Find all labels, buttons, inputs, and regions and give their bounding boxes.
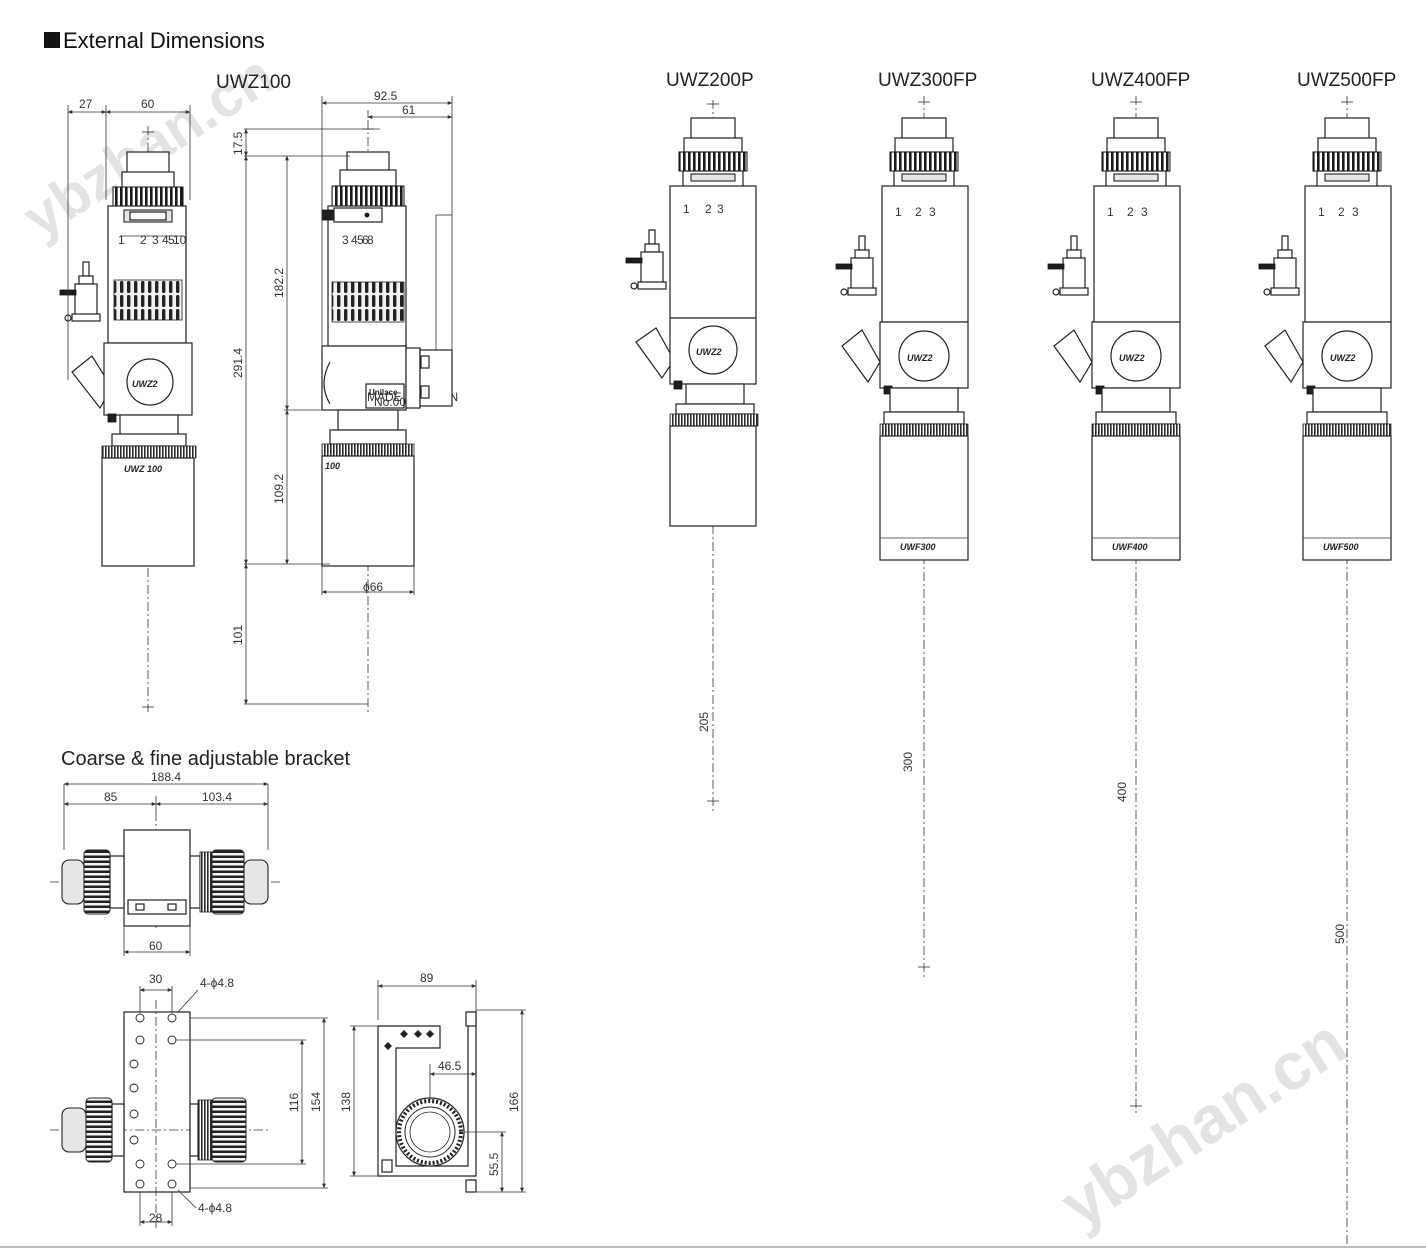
bracket-title: Coarse & fine adjustable bracket [61,748,350,770]
uwz500fp-zoom-tick-1: 1 [1318,205,1325,219]
uwz100-side-lens-label: 100 [325,461,340,471]
uwz100-zoom-tick-3: 3 [152,233,159,247]
dim-uwz300fp-wd: 300 [901,752,915,772]
uwz100-side-zoom-tick-5: 5 [357,233,364,247]
watermark-bottom-right: ybzhan.cn [1047,1004,1358,1242]
uwz300fp-zoom-tick-1: 1 [895,205,902,219]
dim-uwz200p-wd: 205 [697,712,711,732]
dim-bracket-30: 30 [149,972,163,986]
model-name-uwz500fp: UWZ500FP [1297,70,1396,91]
model-name-uwz400fp: UWZ400FP [1091,70,1190,91]
model-name-uwz300fp: UWZ300FP [878,70,977,91]
bracket-front-view: 30 4-ϕ4.8 116 154 4-ϕ4.8 [50,972,328,1228]
dim-uwz400fp-wd: 400 [1115,782,1129,802]
dim-bracket-85: 85 [104,790,118,804]
uwz100-zoom-tick-5: 5 [168,233,175,247]
uwz100-side-zoom-tick-6: 6 [362,233,369,247]
dim-uwz100-291-4: 291.4 [231,348,245,378]
uwz100-side-zoom-tick-4: 4 [351,233,358,247]
uwz100-side-zoom-tick-8: 8 [367,233,374,247]
dim-uwz100-17-5: 17.5 [231,131,245,155]
uwz300fp-drawing: UWZ300FP 1 2 3 UWZ2 UWF300 300 [835,70,977,978]
section-title: External Dimensions [63,28,265,53]
uwz500fp-zoom-tick-2: 2 [1338,205,1345,219]
uwz500fp-lens-label: UWF500 [1323,542,1359,552]
dim-uwz100-182-2: 182.2 [272,268,286,298]
dim-uwz100-61: 61 [402,103,416,117]
uwz500fp-body-label: UWZ2 [1330,353,1356,363]
dim-bracket-138: 138 [339,1092,353,1112]
uwz100-zoom-tick-10: 10 [173,233,187,247]
dim-bracket-116: 116 [287,1093,301,1112]
dim-uwz100-101: 101 [231,625,245,645]
uwz400fp-body-label: UWZ2 [1119,353,1145,363]
model-name-uwz200p: UWZ200P [666,70,754,91]
dim-bracket-154: 154 [309,1092,323,1112]
dim-bracket-166: 166 [507,1092,521,1112]
model-name-uwz100: UWZ100 [216,72,291,93]
uwz100-front-view: 1 2 3 4 5 10 UWZ2 UWZ 100 27 60 [59,97,197,712]
uwz100-zoom-tick-2: 2 [140,233,147,247]
dim-bracket-28: 28 [149,1211,163,1225]
page-bottom-rule [0,1246,1426,1248]
dim-bracket-89: 89 [420,971,434,985]
uwz500fp-zoom-tick-3: 3 [1352,205,1359,219]
uwz500fp-drawing: UWZ500FP 1 2 3 UWZ2 UWF500 500 [1258,70,1396,1246]
uwz400fp-lens-label: UWF400 [1112,542,1148,552]
uwz300fp-zoom-tick-2: 2 [915,205,922,219]
dim-bracket-holes-bottom: 4-ϕ4.8 [198,1201,232,1215]
bracket-side-view: 89 46.5 138 166 55.5 [339,971,526,1193]
dim-uwz100-92-5: 92.5 [374,89,398,103]
dim-uwz100-60: 60 [141,97,155,111]
uwz100-front-body-label: UWZ2 [132,379,158,389]
uwz400fp-zoom-tick-2: 2 [1127,205,1134,219]
uwz100-side-view: 3 4 5 6 8 Unilace MADE IN JAPAN No.00000… [231,89,458,712]
dim-bracket-46-5: 46.5 [438,1059,462,1073]
uwz200p-drawing: UWZ200P 1 2 3 UWZ2 205 [625,70,759,812]
uwz400fp-drawing: UWZ400FP 1 2 3 UWZ2 UWF400 400 [1047,70,1190,1116]
uwz100-zoom-tick-1: 1 [118,233,125,247]
uwz300fp-zoom-tick-3: 3 [929,205,936,219]
uwz300fp-lens-label: UWF300 [900,542,936,552]
dim-uwz100-27: 27 [79,97,93,111]
uwz400fp-zoom-tick-1: 1 [1107,205,1114,219]
dim-uwz100-109-2: 109.2 [272,474,286,504]
uwz400fp-zoom-tick-3: 3 [1141,205,1148,219]
uwz100-maker-label: Unilace [369,388,398,397]
bracket-top-view: 188.4 85 103.4 60 [50,770,280,956]
section-bullet-square [44,32,60,48]
uwz100-front-lens-label: UWZ 100 [124,464,162,474]
dim-bracket-188-4: 188.4 [151,770,181,784]
dim-uwz500fp-wd: 500 [1333,924,1347,944]
uwz200p-zoom-tick-2: 2 [705,202,712,216]
uwz200p-zoom-tick-1: 1 [683,202,690,216]
uwz200p-zoom-tick-3: 3 [717,202,724,216]
dim-uwz100-d66: ϕ66 [363,580,383,594]
dim-bracket-holes-top: 4-ϕ4.8 [200,976,234,990]
uwz100-side-zoom-tick-3: 3 [342,233,349,247]
dim-bracket-55-5: 55.5 [487,1152,501,1176]
uwz100-zoom-tick-4: 4 [162,233,169,247]
dim-bracket-60: 60 [149,939,163,953]
uwz300fp-body-label: UWZ2 [907,353,933,363]
uwz200p-body-label: UWZ2 [696,347,722,357]
dim-bracket-103-4: 103.4 [202,790,232,804]
